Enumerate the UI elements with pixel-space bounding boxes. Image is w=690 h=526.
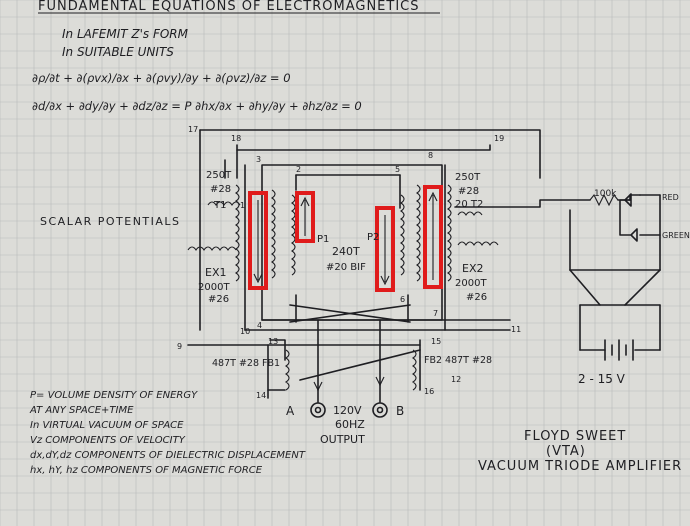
node-number: 8 xyxy=(428,151,433,160)
feedback-wiring xyxy=(187,319,421,418)
node-number: 11 xyxy=(511,325,521,334)
legend-line: hx, hY, hz COMPONENTS OF MAGNETIC FORCE xyxy=(30,465,263,476)
legend: P= VOLUME DENSITY OF ENERGY AT ANY SPACE… xyxy=(29,390,306,476)
ex2-turns: 2000T xyxy=(455,278,487,289)
flux-arrows xyxy=(253,191,438,286)
header-line-1: In LAFEMIT Z's FORM xyxy=(62,27,189,41)
output-voltage: 120V xyxy=(333,404,362,417)
ex2-label: EX2 xyxy=(462,262,483,275)
node-number: 17 xyxy=(188,125,198,134)
terminal-a: A xyxy=(286,404,295,418)
highlight-box-4 xyxy=(423,185,443,289)
node-number: 1 xyxy=(240,201,245,210)
ex1-wire: #26 xyxy=(208,294,229,305)
highlight-boxes xyxy=(248,185,443,292)
p2-label: P2 xyxy=(367,232,379,243)
legend-line: AT ANY SPACE+TIME xyxy=(29,405,134,416)
ex1-label: EX1 xyxy=(205,266,226,279)
signature-block: FLOYD SWEET (VTA) VACUUM TRIODE AMPLIFIE… xyxy=(478,429,682,474)
highlight-box-1 xyxy=(248,191,268,290)
t2-label: 20 T2 xyxy=(455,199,483,210)
transformer-core xyxy=(244,164,511,331)
node-number: 6 xyxy=(400,295,405,304)
node-number: 9 xyxy=(177,342,182,351)
fb1-label: 487T #28 FB1 xyxy=(212,358,280,369)
node-number: 19 xyxy=(494,134,504,143)
header-line-2: In SUITABLE UNITS xyxy=(62,45,174,59)
resistor-label: 100k xyxy=(594,189,617,199)
p1-label: P1 xyxy=(317,234,329,245)
node-number: 12 xyxy=(451,375,461,384)
legend-line: P= VOLUME DENSITY OF ENERGY xyxy=(30,390,198,401)
indicator-circuit xyxy=(569,193,661,361)
node-number: 2 xyxy=(296,165,301,174)
green-led-label: GREEN xyxy=(662,231,690,240)
node-number: 13 xyxy=(268,337,278,346)
node-number: 10 xyxy=(240,327,250,336)
signature-abbr: (VTA) xyxy=(546,444,586,459)
center-turns: 240T xyxy=(332,245,360,258)
node-number: 4 xyxy=(257,321,262,330)
signature-name: FLOYD SWEET xyxy=(524,429,626,444)
node-numbers: 1 2 3 4 5 6 7 8 9 10 11 12 13 14 15 16 1… xyxy=(177,125,521,400)
node-number: 15 xyxy=(431,337,441,346)
legend-line: dx,dY,dz COMPONENTS OF DIELECTRIC DISPLA… xyxy=(30,450,306,461)
legend-line: In VIRTUAL VACUUM OF SPACE xyxy=(30,420,184,431)
signature-title: VACUUM TRIODE AMPLIFIER xyxy=(478,459,682,474)
equation-1: ∂ρ/∂t + ∂(ρvx)/∂x + ∂(ρvy)/∂y + ∂(ρvz)/∂… xyxy=(32,71,291,85)
ex1-turns: 2000T xyxy=(198,282,230,293)
highlight-box-3 xyxy=(375,206,395,292)
ex2-wire: #26 xyxy=(466,292,487,303)
page-title: FUNDAMENTAL EQUATIONS OF ELECTROMAGNETIC… xyxy=(38,0,420,14)
t2-wire: #28 xyxy=(458,186,479,197)
outer-wiring xyxy=(199,129,591,331)
red-led-label: RED xyxy=(662,193,679,202)
output-frequency: 60HZ xyxy=(335,418,365,431)
node-number: 5 xyxy=(395,165,400,174)
t1-label: T1 xyxy=(213,200,226,211)
legend-line: Vz COMPONENTS OF VELOCITY xyxy=(30,435,186,446)
node-number: 7 xyxy=(433,309,438,318)
component-labels: SCALAR POTENTIALS 250T #28 T1 250T #28 2… xyxy=(40,170,690,446)
t1-turns: 250T xyxy=(206,170,232,181)
highlight-box-2 xyxy=(295,191,315,243)
node-number: 16 xyxy=(424,387,434,396)
voltage-label: 2 - 15 V xyxy=(578,372,626,386)
t2-turns: 250T xyxy=(455,172,481,183)
terminal-b: B xyxy=(396,404,404,418)
node-number: 14 xyxy=(256,391,266,400)
fb2-label: FB2 487T #28 xyxy=(424,355,492,366)
t1-wire: #28 xyxy=(210,184,231,195)
output-label: OUTPUT xyxy=(320,433,365,446)
node-number: 3 xyxy=(256,155,261,164)
center-wire: #20 BIF xyxy=(326,262,366,273)
node-number: 18 xyxy=(231,134,241,143)
coil-windings xyxy=(187,184,499,282)
equation-2: ∂d/∂x + ∂dy/∂y + ∂dz/∂z = P ∂hx/∂x + ∂hy… xyxy=(32,99,362,113)
scalar-potentials-label: SCALAR POTENTIALS xyxy=(40,215,181,228)
